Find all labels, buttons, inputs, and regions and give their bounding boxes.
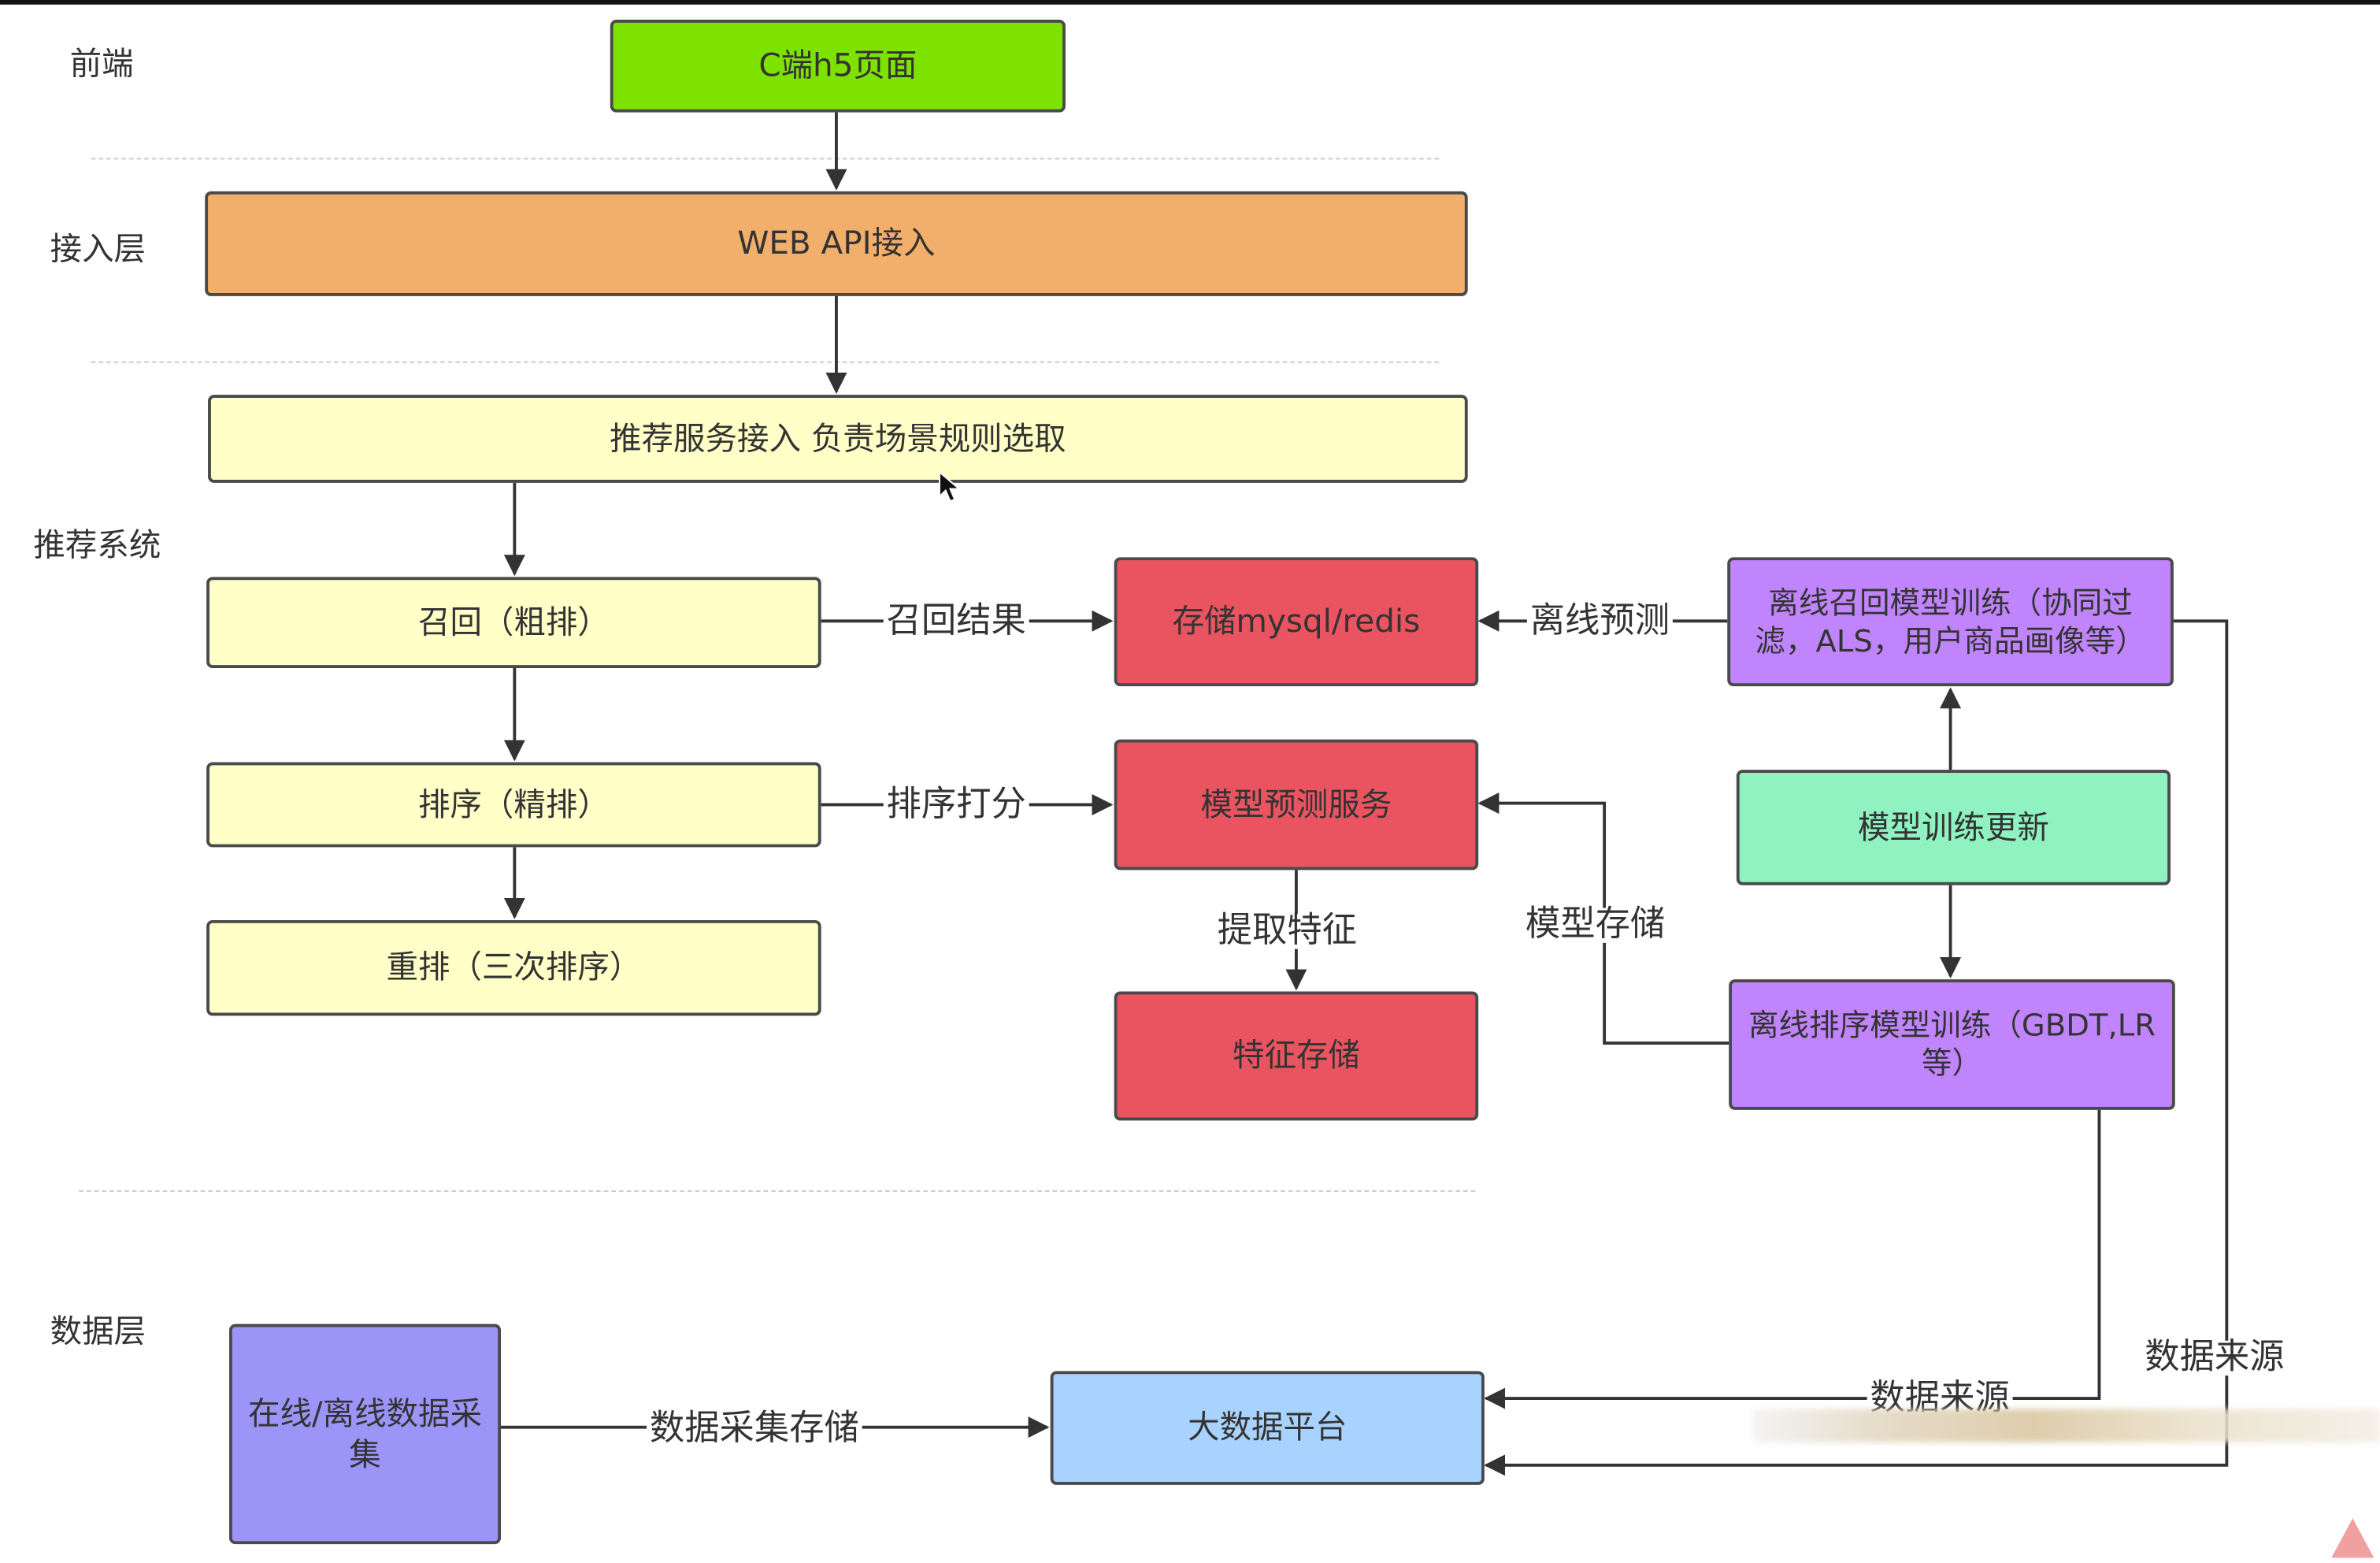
blurred-watermark	[1753, 1409, 2380, 1442]
node-web-api: WEB API接入	[205, 191, 1468, 296]
node-offline-rank-training: 离线排序模型训练（GBDT,LR等）	[1729, 979, 2175, 1110]
node-c-h5-page: C端h5页面	[610, 20, 1066, 113]
layer-label-access: 接入层	[50, 230, 146, 268]
node-rec-service: 推荐服务接入 负责场景规则选取	[208, 395, 1468, 483]
node-data-collection: 在线/离线数据采集	[229, 1324, 502, 1545]
edge-label-model-storage: 模型存储	[1522, 908, 1669, 943]
mouse-cursor-icon	[939, 470, 962, 503]
edge-label-recall-result: 召回结果	[883, 603, 1029, 640]
divider-frontend	[91, 158, 1440, 160]
edge-label-data-source-2: 数据来源	[2141, 1340, 2288, 1376]
node-recall: 召回（粗排）	[206, 577, 821, 669]
node-bigdata-platform: 大数据平台	[1050, 1371, 1485, 1485]
divider-data	[79, 1190, 1476, 1192]
edge-label-extract-feature: 提取特征	[1214, 913, 1360, 949]
edge-label-offline-predict: 离线预测	[1526, 603, 1673, 640]
node-storage-mysql-redis: 存储mysql/redis	[1114, 557, 1479, 687]
layer-label-data: 数据层	[50, 1313, 146, 1350]
divider-access	[91, 361, 1440, 363]
node-rerank: 重排（三次排序）	[206, 919, 821, 1016]
node-rank: 排序（精排）	[206, 762, 821, 848]
node-feature-storage: 特征存储	[1114, 991, 1479, 1121]
layer-label-recommend: 推荐系统	[33, 526, 161, 564]
layer-label-frontend: 前端	[69, 45, 134, 83]
corner-logo-icon	[2331, 1518, 2374, 1558]
node-offline-recall-training: 离线召回模型训练（协同过滤，ALS，用户商品画像等）	[1727, 557, 2174, 687]
window-top-bar	[0, 0, 2380, 5]
edge-offline-recall-to-bigdata	[1484, 619, 2229, 1476]
edge-label-rank-score: 排序打分	[883, 787, 1029, 823]
edge-offline-rank-to-bigdata	[1484, 1109, 2101, 1409]
edge-label-data-collect-store: 数据采集存储	[647, 1411, 862, 1447]
node-model-predict-service: 模型预测服务	[1114, 739, 1479, 871]
node-model-training-update: 模型训练更新	[1736, 770, 2171, 885]
